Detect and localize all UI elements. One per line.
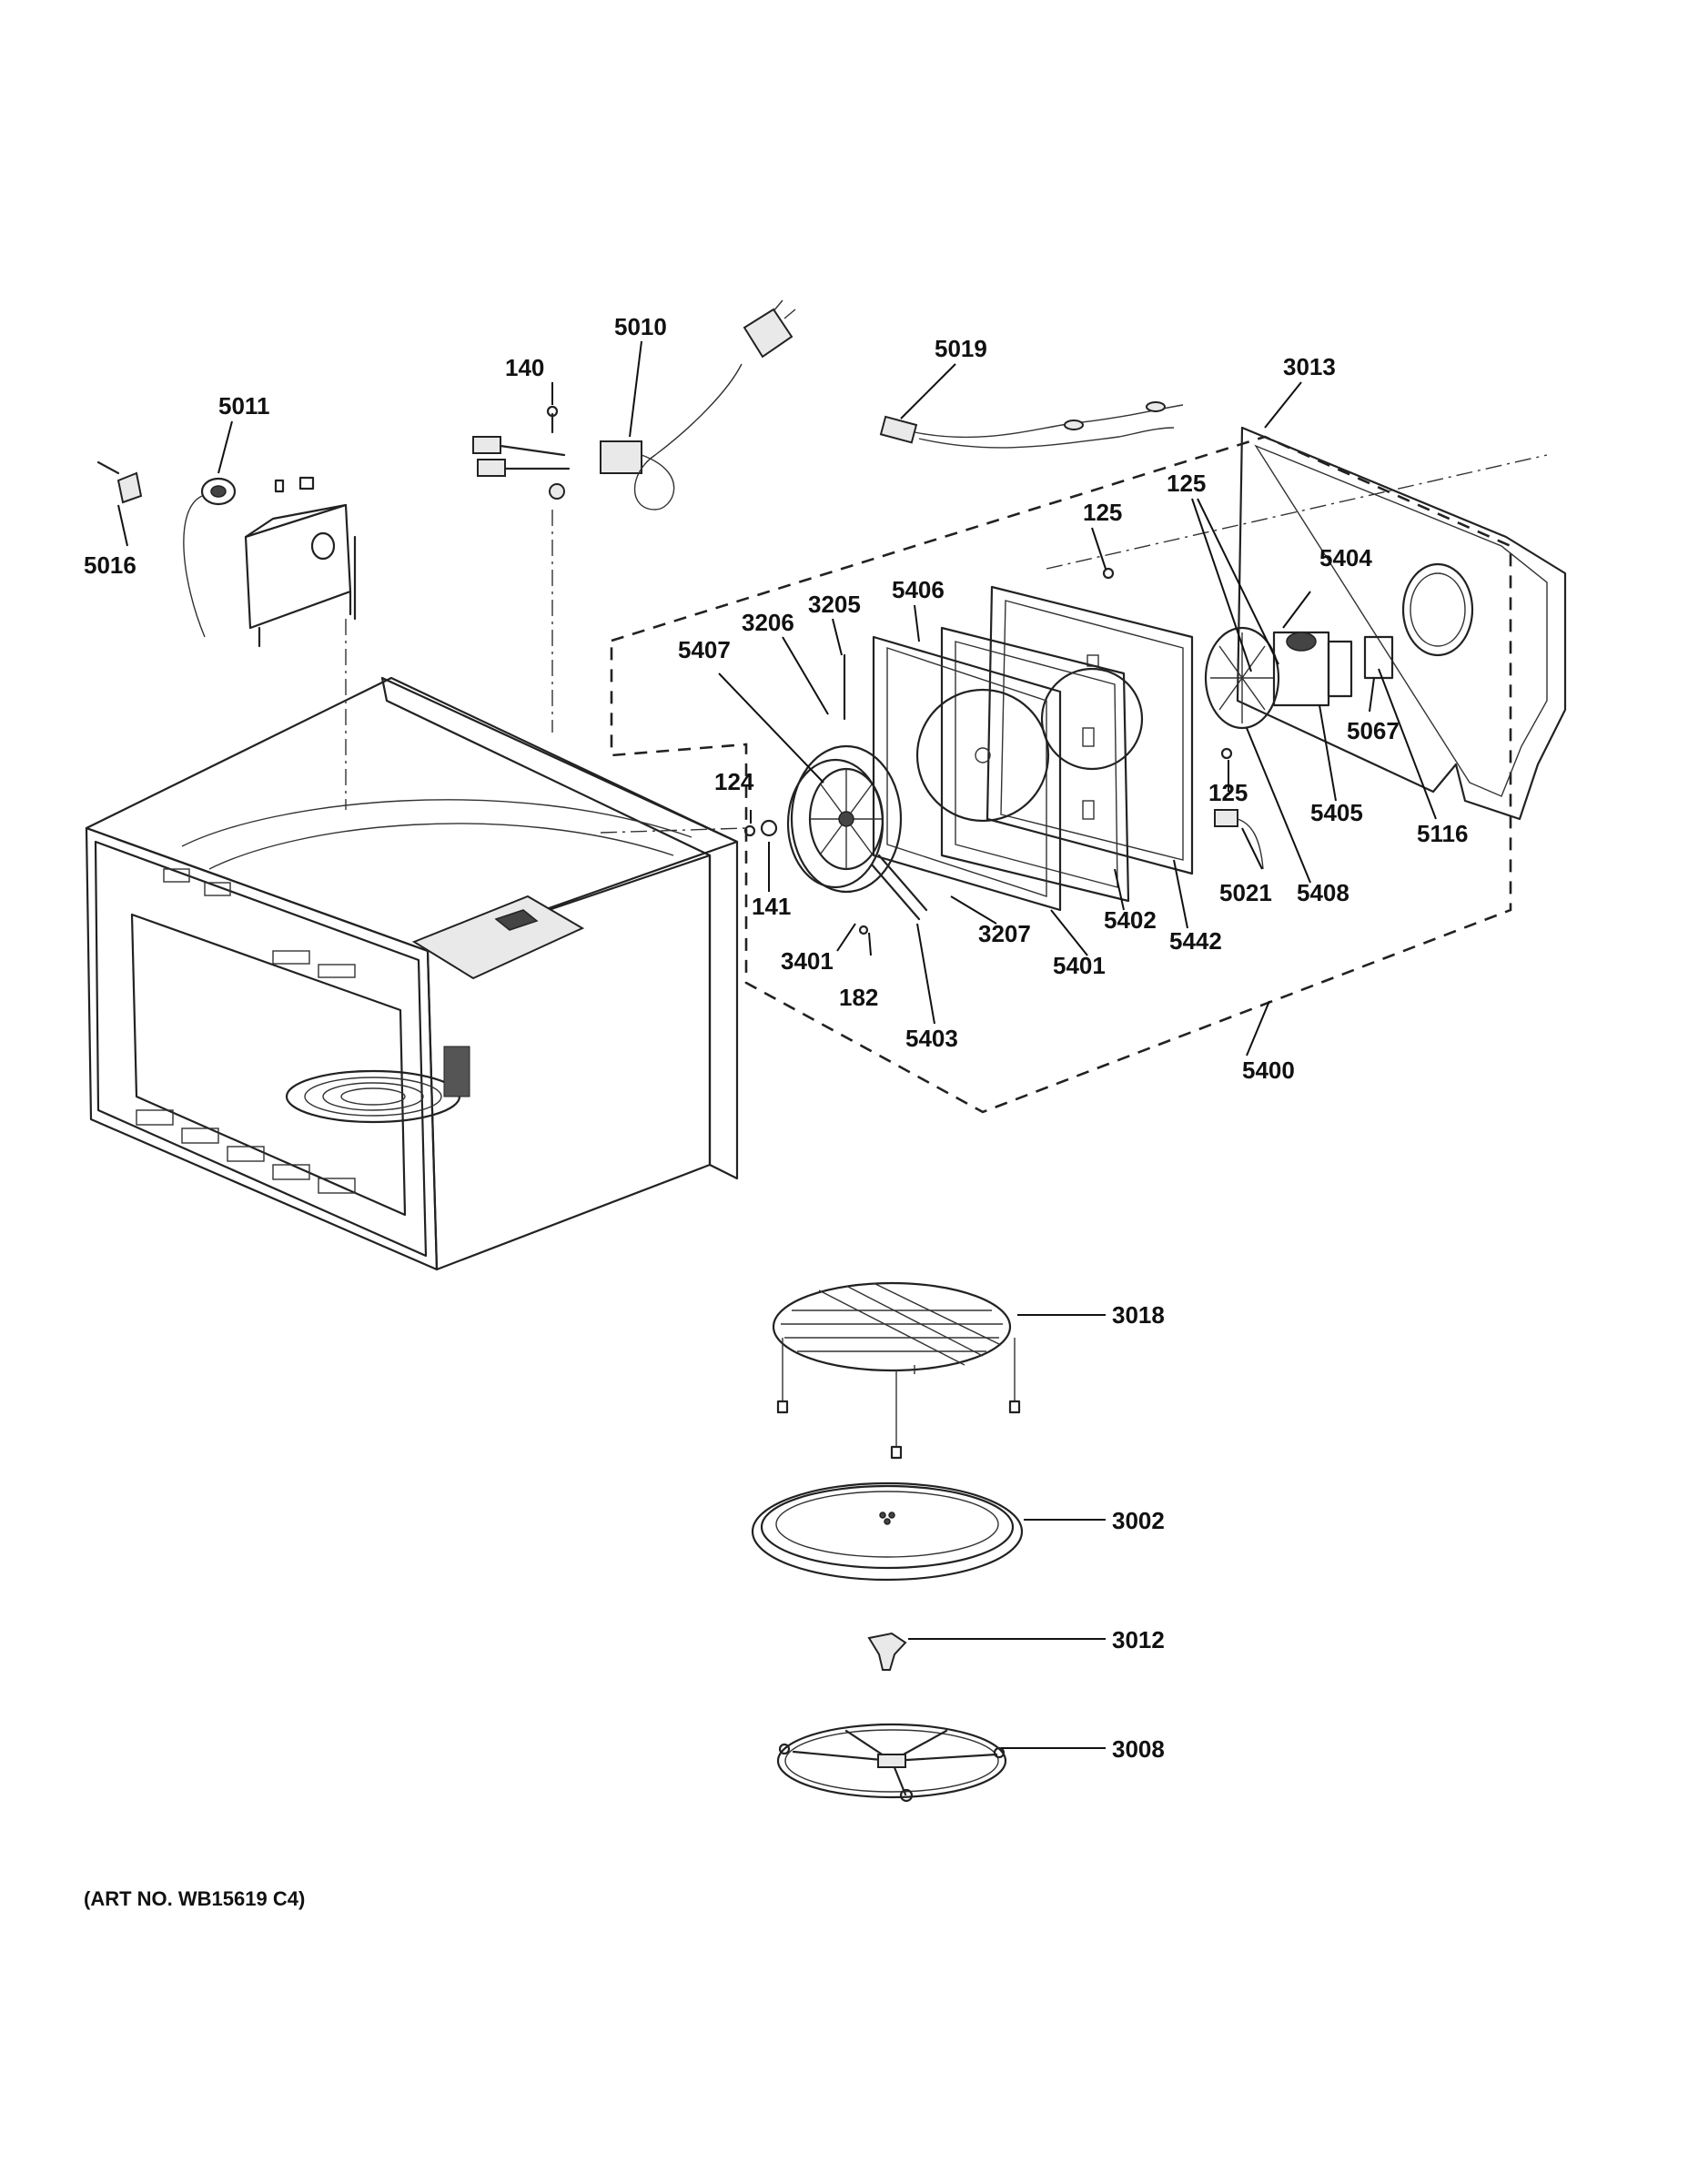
- callout-5011: 5011: [218, 392, 269, 420]
- callout-3013: 3013: [1283, 353, 1336, 380]
- fasteners: [743, 567, 1233, 935]
- fan-blade-5407: [790, 744, 903, 894]
- panel-5402: [940, 626, 1130, 903]
- callout-5010: 5010: [614, 313, 667, 340]
- callout-3018: 3018: [1112, 1301, 1165, 1329]
- oven-cavity: [85, 676, 739, 1271]
- screw-140: [546, 405, 559, 434]
- rear-panel-3013: [1236, 426, 1567, 821]
- callout-5400: 5400: [1242, 1057, 1295, 1084]
- callout-5408: 5408: [1297, 879, 1349, 906]
- callout-5019: 5019: [935, 335, 987, 362]
- art-number: (ART NO. WB15619 C4): [84, 1887, 306, 1910]
- callout-3205: 3205: [808, 591, 861, 618]
- callout-5407: 5407: [678, 636, 731, 663]
- callout-5067: 5067: [1347, 717, 1400, 744]
- callout-141: 141: [752, 893, 791, 920]
- callout-3002: 3002: [1112, 1507, 1165, 1534]
- callout-5116: 5116: [1417, 820, 1468, 847]
- part-5016: [96, 460, 143, 504]
- callout-3008: 3008: [1112, 1735, 1165, 1763]
- motor-5405: [1272, 631, 1353, 707]
- power-cord-5010: [472, 299, 796, 511]
- callout-5021: 5021: [1219, 879, 1272, 906]
- callout-3401: 3401: [781, 947, 834, 975]
- callout-labels: 5011 5016 140 5010 5019 3013 125 125 125…: [84, 313, 1468, 1763]
- callout-182: 182: [839, 984, 878, 1011]
- callout-3207: 3207: [978, 920, 1031, 947]
- coupler-3012: [867, 1632, 907, 1671]
- callout-5016: 5016: [84, 551, 136, 579]
- callout-3012: 3012: [1112, 1626, 1165, 1653]
- roller-ring-3008: [776, 1723, 1007, 1803]
- element-3401: [786, 758, 928, 921]
- harness-5019: [879, 401, 1184, 449]
- callout-3206: 3206: [742, 609, 794, 636]
- callout-5403: 5403: [905, 1025, 958, 1052]
- panel-5401: [872, 635, 1062, 912]
- alignment-lines: [345, 454, 1548, 834]
- callout-5401: 5401: [1053, 952, 1106, 979]
- assembly-5400-boundary: [610, 435, 1512, 1114]
- callout-5405: 5405: [1310, 799, 1363, 826]
- callout-5402: 5402: [1104, 906, 1157, 934]
- callout-5406: 5406: [892, 576, 945, 603]
- panel-5442: [986, 585, 1194, 875]
- leader-lines: [117, 340, 1437, 1749]
- rack-3018: [772, 1281, 1021, 1460]
- callout-125-upper: 125: [1167, 470, 1206, 497]
- callout-125-top: 125: [1083, 499, 1122, 526]
- callout-124: 124: [714, 768, 754, 795]
- bracket-5011: [183, 476, 357, 648]
- connector-5021: [1214, 809, 1264, 870]
- callout-125-lower: 125: [1208, 779, 1248, 806]
- callout-140: 140: [505, 354, 544, 381]
- turntable-3002: [751, 1481, 1024, 1582]
- bracket-5067: [1363, 635, 1394, 680]
- fan-5408: [1204, 626, 1280, 730]
- callout-5442: 5442: [1169, 927, 1222, 955]
- callout-5404: 5404: [1319, 544, 1372, 571]
